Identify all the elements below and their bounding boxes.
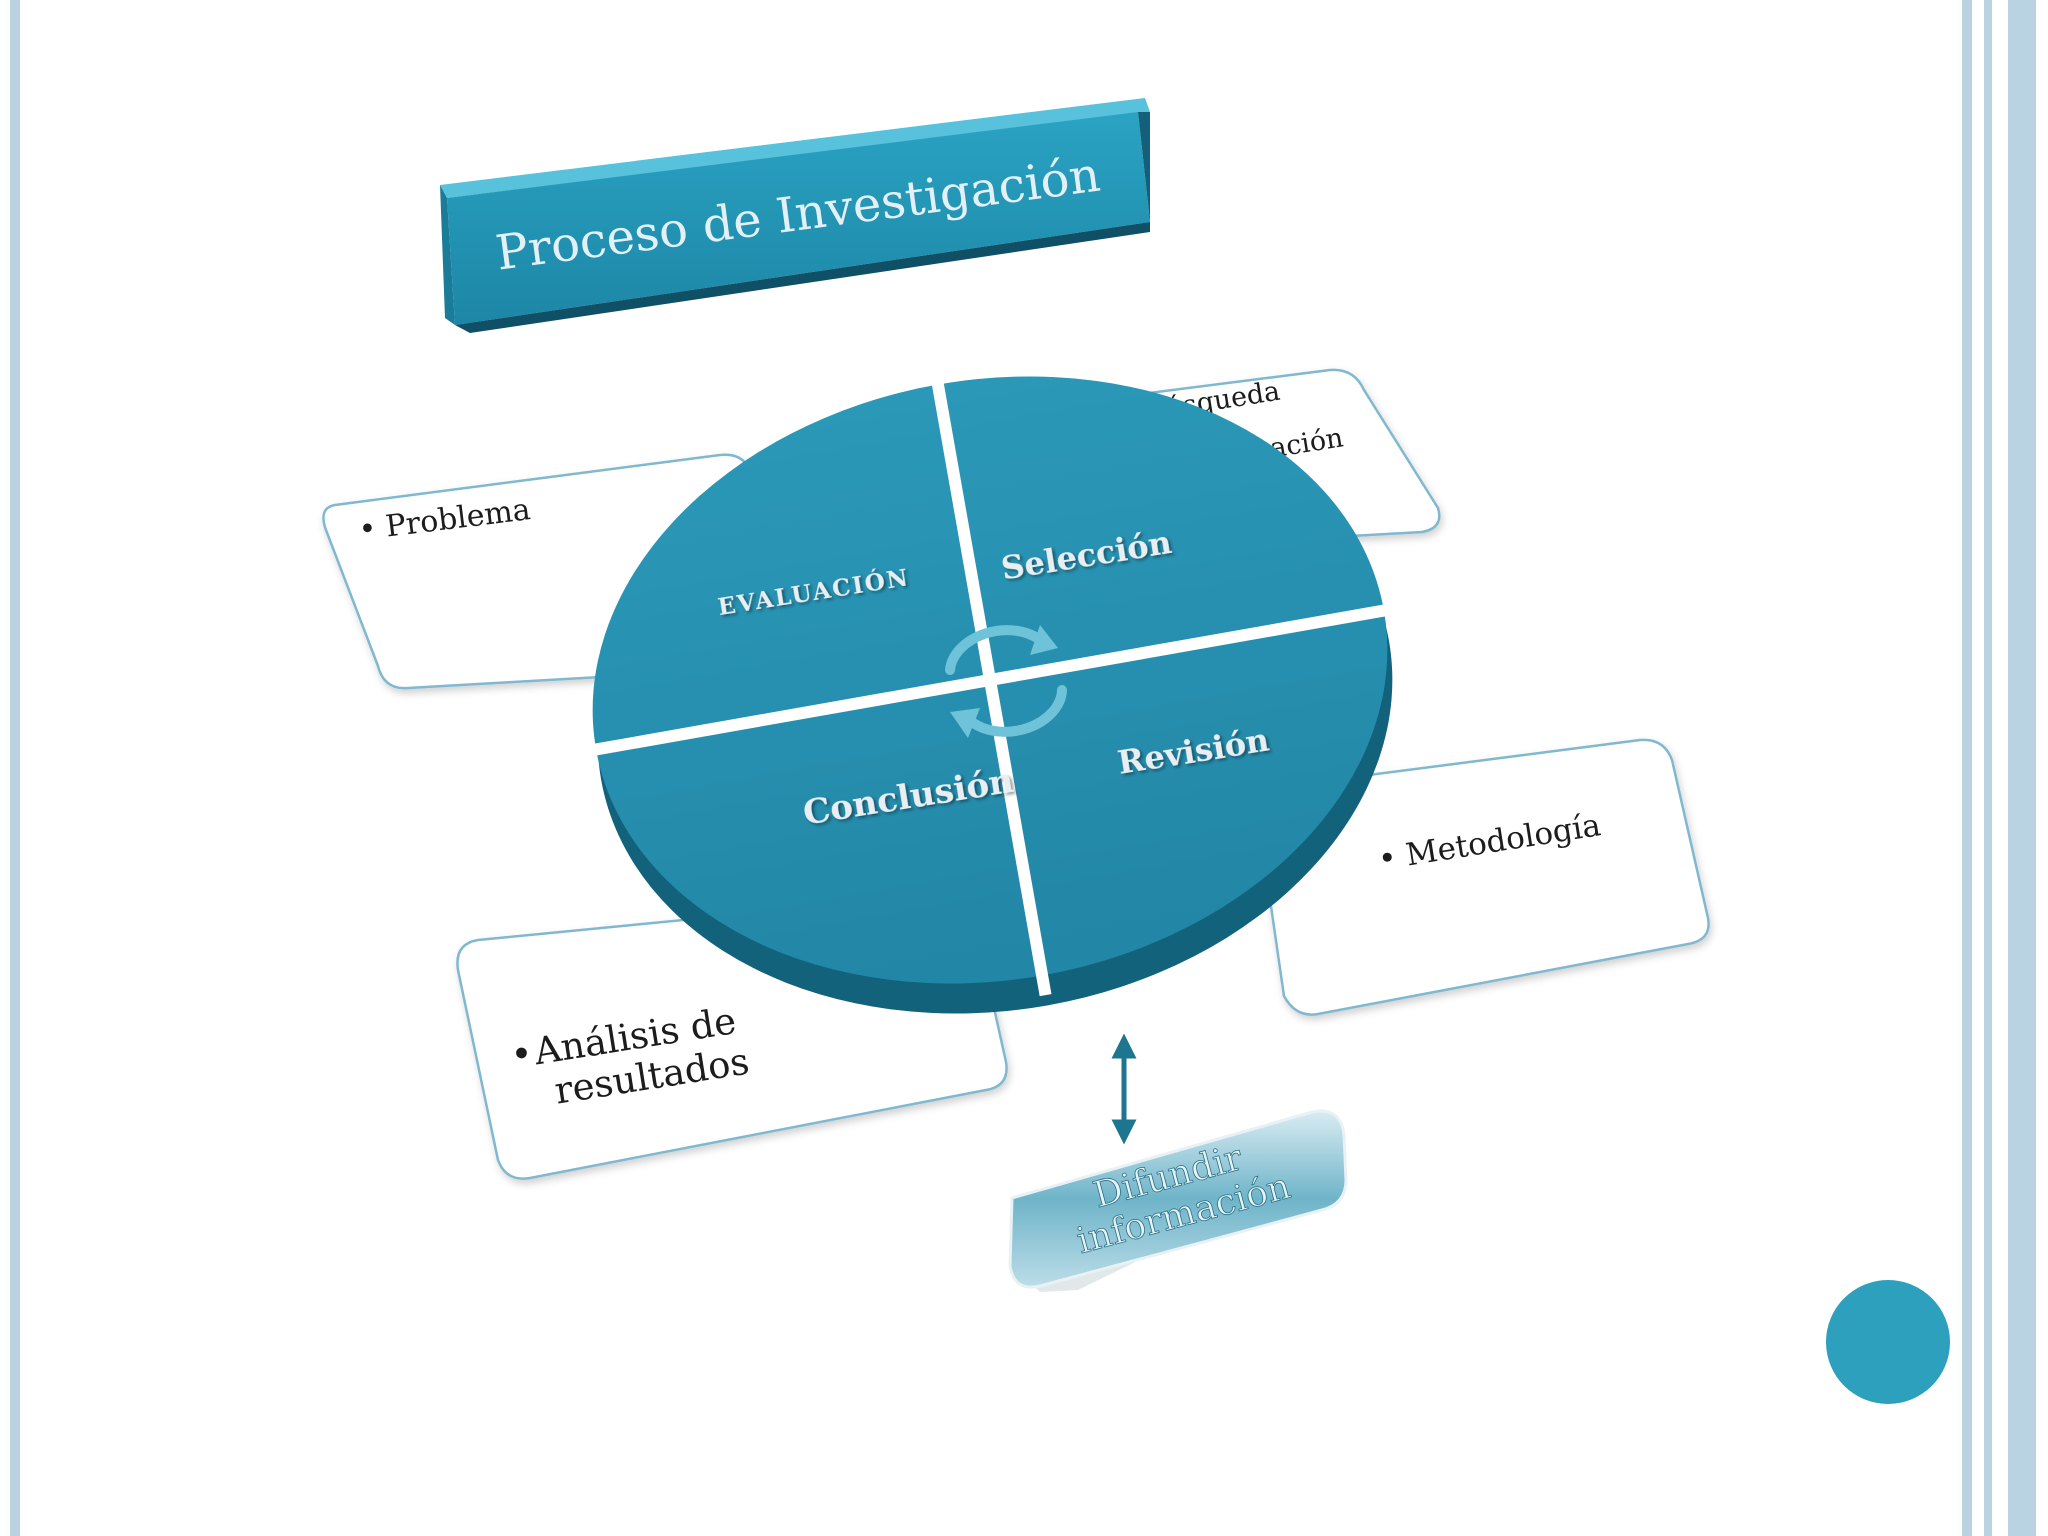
difundir-box: Difundir información	[1008, 1109, 1348, 1292]
box-metodologia: • Metodología	[1258, 738, 1710, 1016]
cycle-arrows-icon	[945, 625, 1067, 738]
bullet: •	[1376, 839, 1400, 877]
title-bar: Proceso de Investigación	[440, 98, 1150, 333]
right-border-bar	[2008, 0, 2036, 1536]
right-border-bar	[1962, 0, 1972, 1536]
right-border-gap	[1972, 0, 1984, 1536]
cycle-pie: EVALUACIÓN Selección Revisión Conclusión	[585, 375, 1395, 1014]
bullet: •	[357, 511, 379, 548]
decorative-circle	[1826, 1280, 1950, 1404]
left-border-bar	[10, 0, 20, 1536]
right-border-bar	[1984, 0, 1992, 1536]
